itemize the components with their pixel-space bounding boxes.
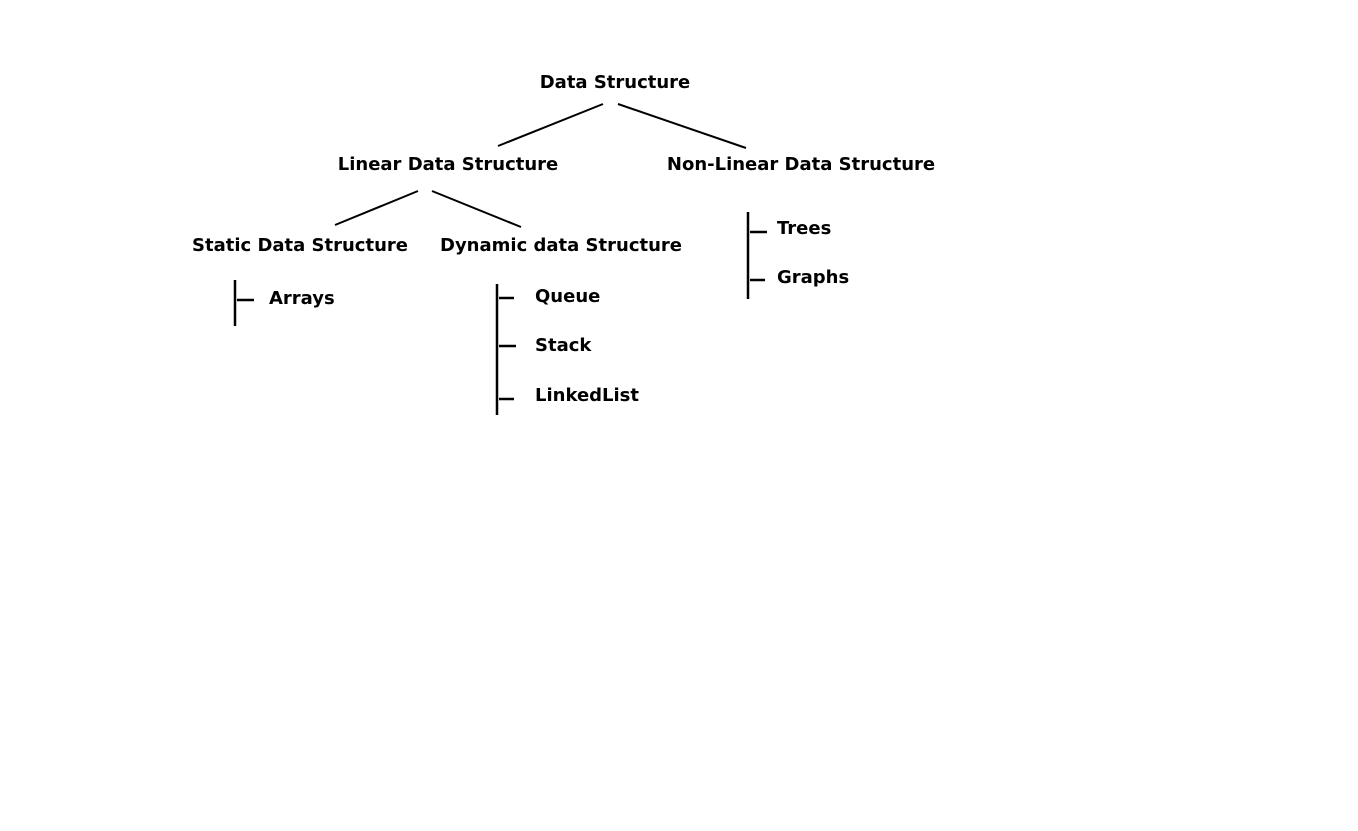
node-data-structure: Data Structure xyxy=(539,72,691,93)
leaf-linkedlist: LinkedList xyxy=(535,385,639,406)
leaf-trees: Trees xyxy=(777,218,832,239)
connector-linear-static xyxy=(334,190,419,226)
node-static-data-structure: Static Data Structure xyxy=(192,235,408,256)
connector-root-nonlinear xyxy=(617,103,747,149)
node-linear-data-structure: Linear Data Structure xyxy=(337,154,559,175)
node-non-linear-data-structure: Non-Linear Data Structure xyxy=(666,154,936,175)
connector-root-linear xyxy=(497,103,604,147)
leaf-arrays: Arrays xyxy=(269,288,335,309)
leaf-stack: Stack xyxy=(535,335,592,356)
leaf-queue: Queue xyxy=(535,286,601,307)
leaf-graphs: Graphs xyxy=(777,267,850,288)
connector-linear-dynamic xyxy=(431,190,522,228)
node-dynamic-data-structure: Dynamic data Structure xyxy=(440,235,682,256)
